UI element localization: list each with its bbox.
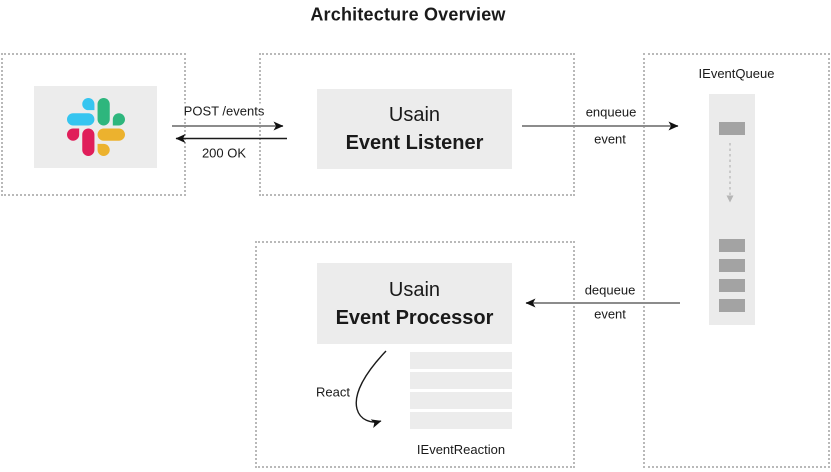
post-events-label: POST /events — [181, 103, 267, 119]
event-queue-title: IEventQueue — [698, 66, 775, 81]
event-processor-container: Usain Event Processor IEventReaction — [255, 241, 575, 468]
ok-response-label: 200 OK — [199, 145, 249, 161]
queue-head-item — [719, 122, 745, 135]
slack-container — [1, 53, 186, 196]
enqueue-label: enqueue — [583, 104, 639, 120]
event-reaction-item — [410, 392, 512, 409]
queue-item — [719, 259, 745, 272]
event-processor-name: Usain — [388, 278, 441, 301]
event-listener-node: Usain Event Listener — [317, 89, 512, 169]
slack-logo-icon — [66, 98, 125, 156]
event-processor-node: Usain Event Processor — [317, 263, 512, 344]
event-reaction-item — [410, 412, 512, 429]
queue-item — [719, 239, 745, 252]
page-title: Architecture Overview — [310, 4, 506, 25]
event-listener-name: Usain — [388, 104, 441, 126]
event-listener-role: Event Listener — [345, 132, 484, 154]
slack-node — [34, 86, 157, 168]
event-listener-container: Usain Event Listener — [259, 53, 575, 196]
queue-waiting-items — [719, 239, 745, 312]
dequeue-event-label: event — [592, 306, 628, 322]
queue-item — [719, 279, 745, 292]
event-reaction-item — [410, 372, 512, 389]
event-reaction-list — [410, 352, 512, 429]
event-reaction-item — [410, 352, 512, 369]
queue-item — [719, 299, 745, 312]
event-reaction-title: IEventReaction — [416, 442, 506, 457]
dequeue-label: dequeue — [582, 282, 638, 298]
event-queue-column — [709, 94, 755, 325]
react-label: React — [314, 384, 352, 400]
event-processor-role: Event Processor — [335, 306, 494, 329]
event-queue-container: IEventQueue — [643, 53, 830, 468]
enqueue-event-label: event — [592, 131, 628, 147]
